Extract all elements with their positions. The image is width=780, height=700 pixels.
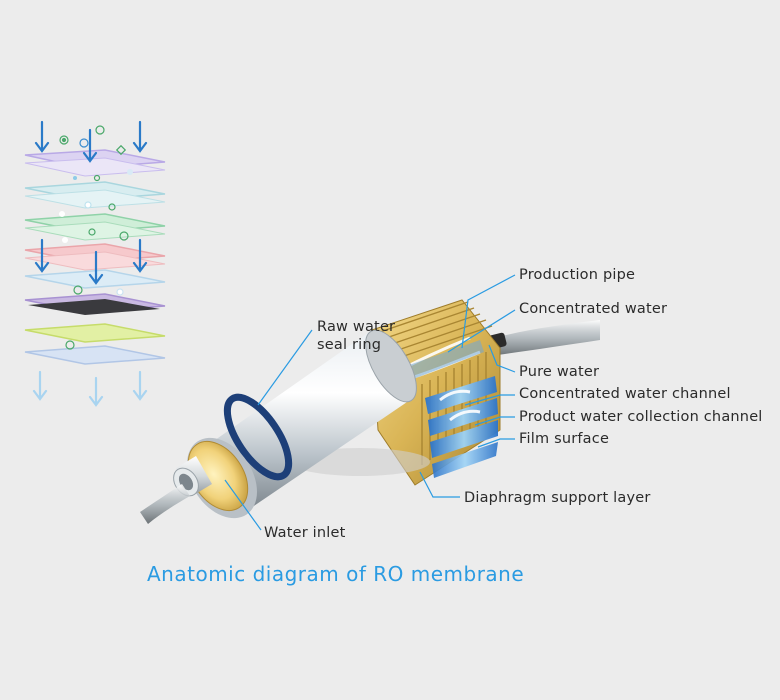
- filter-layer-7: [24, 323, 166, 343]
- end-cap: [187, 437, 257, 519]
- label-seal-ring: seal ring: [317, 337, 382, 353]
- leader-film-surface: [477, 438, 515, 448]
- label-pure-water: Pure water: [519, 364, 600, 380]
- filtration-layer-stack: [24, 120, 166, 407]
- filter-layer-3: [24, 213, 166, 241]
- leader-lines: [224, 274, 516, 531]
- leader-diaphragm-support: [419, 471, 460, 498]
- label-concentrated-water: Concentrated water: [519, 301, 668, 317]
- leader-seal-ring: [257, 329, 313, 406]
- leader-pure-water: [488, 344, 516, 373]
- outflow-arrows: [32, 370, 148, 407]
- label-water-inlet: Water inlet: [264, 525, 346, 541]
- filter-layer-8: [24, 345, 166, 365]
- label-production-pipe: Production pipe: [519, 267, 636, 283]
- leader-product-water-channel: [474, 416, 515, 426]
- leader-water-inlet: [224, 479, 262, 531]
- seal-ring: [223, 393, 293, 481]
- leader-concentrated-water: [447, 309, 516, 353]
- leader-production-pipe: [461, 274, 516, 349]
- label-diaphragm-support-layer: Diaphragm support layer: [464, 490, 651, 506]
- pure-water-channel: [395, 340, 484, 384]
- raw-water-stream: [140, 484, 190, 524]
- label-film-surface: Film surface: [519, 431, 610, 447]
- contaminant-particles: [59, 125, 133, 350]
- filter-layer-2: [24, 181, 166, 209]
- inflow-arrows: [34, 120, 148, 285]
- concentrated-water-stream: [488, 320, 600, 356]
- leader-concentrated-water-channel: [464, 394, 515, 406]
- label-product-water-collection-channel: Product water collection channel: [519, 409, 763, 425]
- film-surface-layers: [425, 376, 498, 478]
- label-raw-water: Raw water: [317, 319, 396, 335]
- filter-layer-6-carbon: [24, 293, 166, 315]
- label-concentrated-water-channel: Concentrated water channel: [519, 386, 731, 402]
- diagram-caption: Anatomic diagram of RO membrane: [147, 562, 525, 586]
- ro-membrane-element: [140, 299, 600, 524]
